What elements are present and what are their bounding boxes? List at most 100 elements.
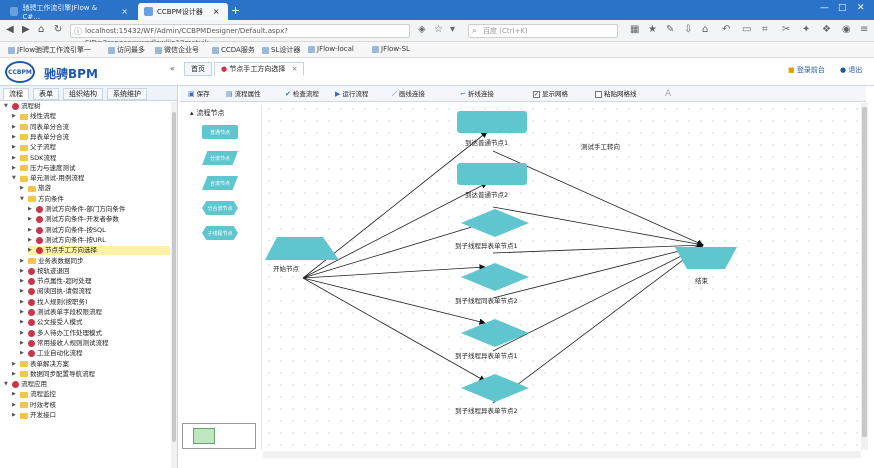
tree-node[interactable]: ▼流程树 [4, 102, 170, 111]
tree-node[interactable]: ▶表单解决方案 [12, 360, 170, 369]
tree-node[interactable]: ▶SDK流程 [12, 154, 170, 163]
save-button[interactable]: ▣保存 [188, 88, 210, 100]
node-n6[interactable] [461, 374, 529, 402]
undo-icon[interactable]: ↶ [722, 24, 731, 35]
collapsed-arrow-icon[interactable]: ▶ [20, 288, 24, 295]
tree-node[interactable]: ▶测试方向条件-按URL [28, 236, 170, 245]
tab-org[interactable]: 组织结构 [63, 88, 103, 100]
tree-node[interactable]: ▶压力与速度测试 [12, 164, 170, 173]
scroll-thumb[interactable] [172, 112, 176, 442]
edge-n6-end[interactable] [492, 244, 704, 404]
node-n5[interactable] [461, 319, 529, 347]
draw-line-button[interactable]: ⟋画线连接 [392, 88, 425, 100]
collapsed-arrow-icon[interactable]: ▶ [12, 401, 16, 408]
collapsed-arrow-icon[interactable]: ▶ [12, 113, 16, 120]
home-icon[interactable]: ⌂ [38, 24, 45, 35]
tree-node[interactable]: ▶节点属性-超时处理 [20, 277, 170, 286]
palette-normal-node[interactable]: 普通节点 [202, 125, 238, 139]
flow-properties-button[interactable]: ▤流程属性 [226, 88, 261, 100]
maximize-icon[interactable]: □ [838, 3, 847, 13]
edge-start-n3[interactable] [302, 221, 486, 279]
forward-icon[interactable]: ▶ [22, 24, 30, 35]
collapse-panel-icon[interactable]: « [170, 64, 175, 73]
collapsed-arrow-icon[interactable]: ▶ [20, 350, 24, 357]
palette-split-join-node[interactable]: 分合流节点 [202, 201, 238, 215]
dropdown-icon[interactable]: ▾ [450, 24, 456, 35]
node-n1[interactable] [457, 111, 527, 133]
node-end[interactable] [675, 247, 737, 269]
tree-node[interactable]: ▶线性流程 [12, 112, 170, 121]
shield-icon[interactable]: ◈ [418, 24, 426, 35]
star-icon[interactable]: ★ [648, 24, 657, 35]
flow-canvas[interactable]: 开始节点 到达普通节点1 到达普通节点2 到子线程异表单节点1 到子线程同表单节… [263, 103, 860, 450]
tab-designer[interactable]: ● 节点手工方向选择 × [214, 62, 305, 76]
tree-node[interactable]: ▶公文接受人模式 [20, 318, 170, 327]
tree-node[interactable]: ▼方向条件 [20, 195, 170, 204]
tree-node[interactable]: ▶阅读回执-请假流程 [20, 287, 170, 296]
font-button[interactable]: A [665, 88, 671, 100]
browser-tab-ccbpm[interactable]: CCBPM设计器 × [138, 3, 228, 20]
tree-node[interactable]: ▶常用接收人规则测试流程 [20, 339, 170, 348]
tree-node[interactable]: ▶测试方向条件-开发者参数 [28, 215, 170, 224]
collapsed-arrow-icon[interactable]: ▶ [20, 185, 24, 192]
close-icon[interactable]: × [212, 7, 220, 16]
edge-start-n4[interactable] [302, 264, 486, 279]
edge-start-n2[interactable] [302, 182, 488, 279]
scroll-thumb[interactable] [862, 107, 867, 437]
edge-n2-end[interactable] [492, 206, 704, 248]
edge-start-n6[interactable] [302, 277, 486, 382]
bookmark-item[interactable]: JFlow-SL [372, 45, 410, 53]
canvas-vertical-scrollbar[interactable] [861, 103, 868, 450]
pen-icon[interactable]: ✎ [666, 24, 675, 35]
tree-node[interactable]: ▶测试方向条件-按SQL [28, 226, 170, 235]
crop-icon[interactable]: ⌗ [762, 24, 768, 35]
collapsed-arrow-icon[interactable]: ▶ [12, 123, 16, 130]
collapsed-arrow-icon[interactable]: ▶ [28, 247, 32, 254]
download-icon[interactable]: ⇩ [684, 24, 693, 35]
collapsed-arrow-icon[interactable]: ▶ [12, 144, 16, 151]
tree-node[interactable]: ▶异表单分合流 [12, 133, 170, 142]
node-start[interactable] [265, 237, 339, 260]
collapsed-arrow-icon[interactable]: ▶ [20, 319, 24, 326]
show-grid-checkbox[interactable]: ✓显示网格 [533, 88, 568, 100]
tree-node[interactable]: ▶流程监控 [12, 390, 170, 399]
collapsed-arrow-icon[interactable]: ▶ [20, 298, 24, 305]
tree-node[interactable]: ▶旅游 [20, 184, 170, 193]
collapse-icon[interactable]: ▴ [190, 109, 194, 117]
collapsed-arrow-icon[interactable]: ▶ [12, 164, 16, 171]
bookmark-item[interactable]: SL设计器 [262, 45, 300, 55]
edge-start-n5[interactable] [302, 277, 486, 325]
node-n2[interactable] [457, 163, 527, 185]
tree-node[interactable]: ▶时效考核 [12, 401, 170, 410]
folder-icon[interactable]: ▭ [742, 24, 752, 35]
collapsed-arrow-icon[interactable]: ▶ [28, 226, 32, 233]
bookmark-item[interactable]: CCDA服务 [212, 45, 255, 55]
edge-n4-end[interactable] [492, 243, 704, 299]
edge-n3-end[interactable] [492, 242, 704, 254]
expanded-arrow-icon[interactable]: ▼ [4, 381, 8, 388]
tab-home[interactable]: 首页 [184, 62, 212, 76]
collapsed-arrow-icon[interactable]: ▶ [28, 216, 32, 223]
tab-form[interactable]: 表单 [33, 88, 59, 100]
close-window-icon[interactable]: ✕ [857, 3, 865, 13]
tab-flow[interactable]: 流程 [3, 88, 29, 100]
collapsed-arrow-icon[interactable]: ▶ [12, 370, 16, 377]
collapsed-arrow-icon[interactable]: ▶ [20, 267, 24, 274]
collapsed-arrow-icon[interactable]: ▶ [20, 257, 24, 264]
bookmark-item[interactable]: 访问最多 [108, 45, 145, 55]
expanded-arrow-icon[interactable]: ▼ [20, 195, 24, 202]
scissors-icon[interactable]: ✂ [782, 24, 791, 35]
tree-node[interactable]: ▶数据同步配置导航流程 [12, 370, 170, 379]
logout-link[interactable]: ● 退出 [840, 65, 862, 75]
addon-icon[interactable]: ✦ [802, 24, 811, 35]
tree-node[interactable]: ▶工业自动化流程 [20, 349, 170, 358]
bookmark-item[interactable]: JFlow-local [308, 45, 354, 53]
tree-node[interactable]: ▶业务表数据同步 [20, 257, 170, 266]
tree-node[interactable]: ▼流程应用 [4, 380, 170, 389]
extension-icon[interactable]: ❖ [822, 24, 831, 35]
minimize-icon[interactable]: — [820, 3, 829, 13]
grid-icon[interactable]: ▦ [630, 24, 640, 35]
tree-node[interactable]: ▶找人规则(按职务) [20, 298, 170, 307]
tree-node[interactable]: ▶同表单分合流 [12, 123, 170, 132]
collapsed-arrow-icon[interactable]: ▶ [20, 329, 24, 336]
